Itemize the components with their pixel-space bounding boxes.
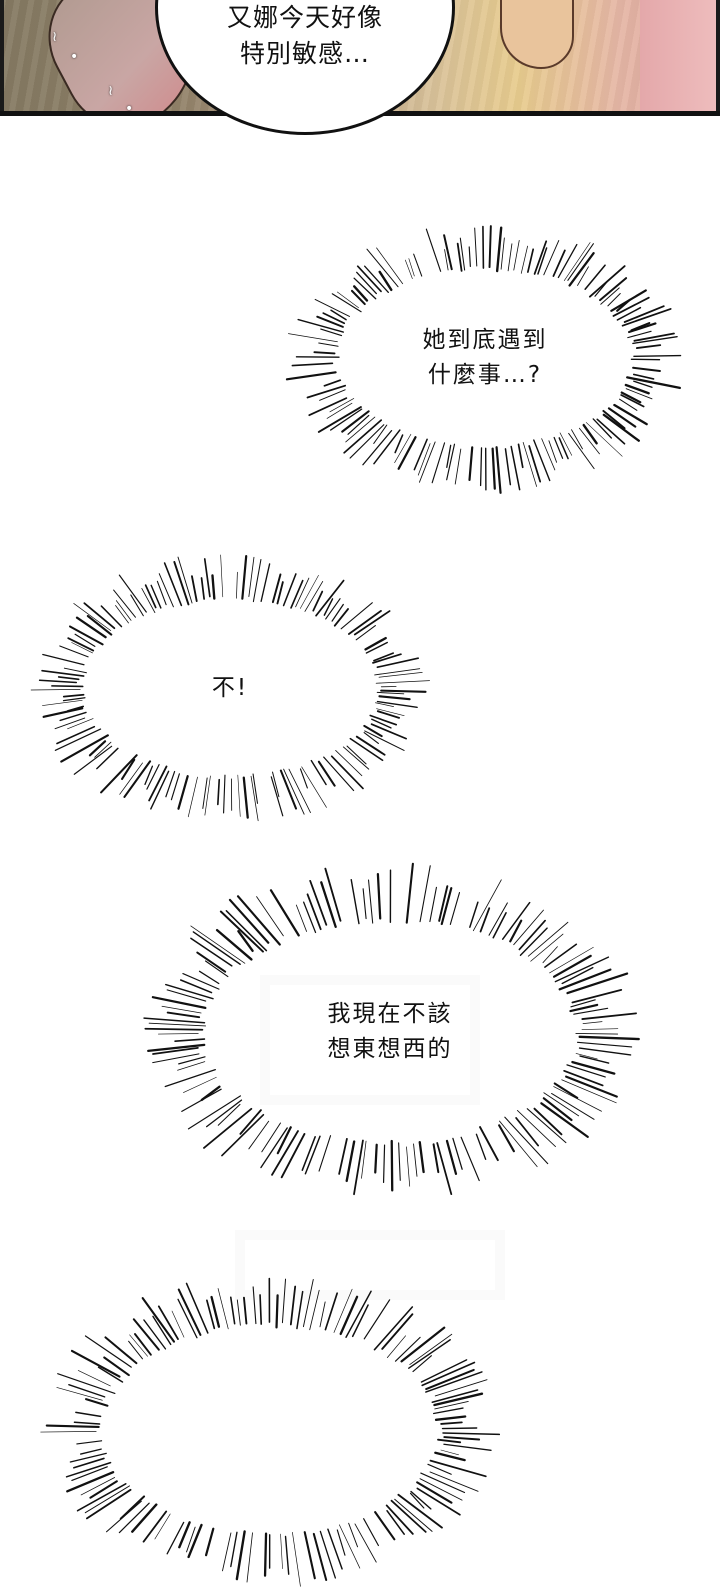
thought-line-1: 不! — [212, 671, 248, 706]
thought-text: 不! — [28, 552, 432, 824]
thought-line-1: 她到底遇到 — [423, 323, 548, 358]
character-hair — [640, 0, 720, 116]
sweat-mark-icon: ≀ — [52, 30, 57, 44]
speech-bubble-text: 又娜今天好像 特別敏感… — [155, 0, 455, 72]
speech-line-1: 又娜今天好像 — [155, 0, 455, 36]
thought-text: 我現在不該 想東想西的 — [135, 862, 645, 1202]
panel-border-left — [0, 0, 4, 116]
speed-lines-icon — [40, 1270, 500, 1590]
thought-burst-4 — [40, 1270, 500, 1590]
sweat-drop-icon: • — [70, 50, 78, 64]
sweat-mark-icon: ≀ — [108, 84, 113, 98]
sweat-drop-icon: • — [125, 102, 133, 116]
thought-line-2: 什麼事…? — [428, 358, 542, 393]
thought-burst-2: 不! — [28, 552, 432, 824]
thought-line-1: 我現在不該 — [328, 997, 453, 1032]
thought-burst-3: 我現在不該 想東想西的 — [135, 862, 645, 1202]
thought-text: 她到底遇到 什麼事…? — [283, 222, 687, 494]
thought-line-2: 想東想西的 — [328, 1032, 453, 1067]
panel-border-right — [716, 0, 720, 116]
thought-burst-1: 她到底遇到 什麼事…? — [283, 222, 687, 494]
speech-line-2: 特別敏感… — [155, 36, 455, 72]
